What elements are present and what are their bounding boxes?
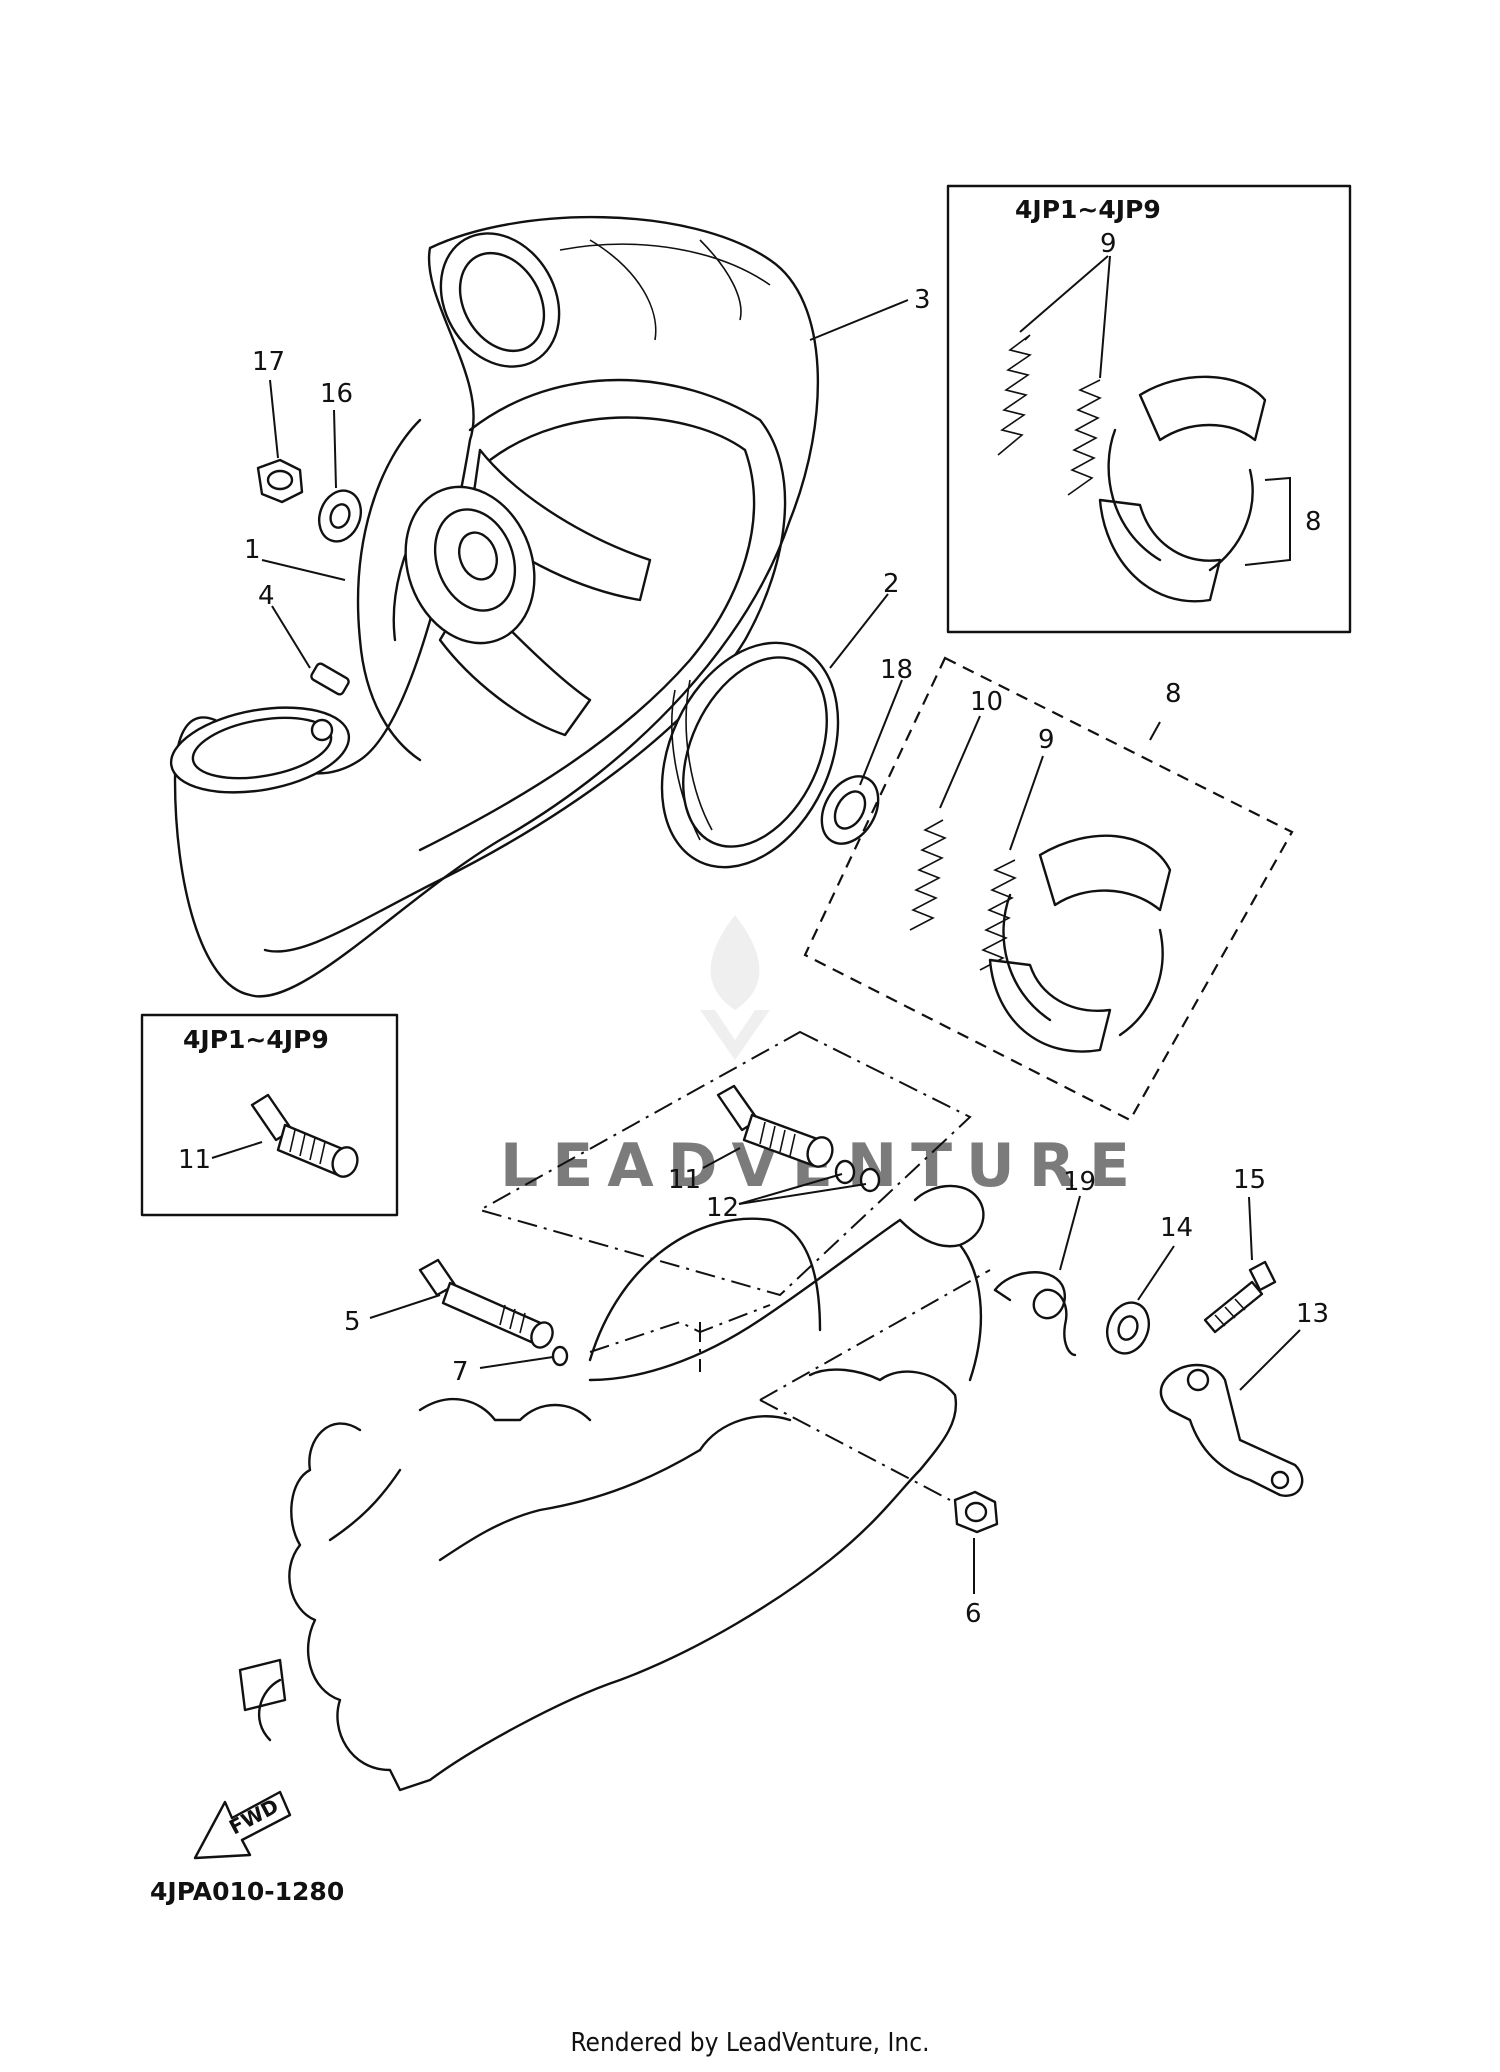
brake-shoe-set-dashed-box bbox=[803, 656, 1294, 1122]
brake-shoe-upper bbox=[1138, 375, 1267, 442]
callout-1: 1 bbox=[244, 535, 261, 565]
brake-spring-10 bbox=[909, 819, 947, 931]
crankcase-swing-arm-outline bbox=[238, 1184, 985, 1792]
callout-17: 17 bbox=[252, 347, 285, 377]
variant-box-top-right: 4JP1~4JP9 bbox=[946, 184, 1352, 634]
diagram-code: 4JPA010-1280 bbox=[150, 1877, 344, 1906]
oil-seal[interactable] bbox=[810, 766, 889, 853]
callout-11-box: 11 bbox=[178, 1145, 211, 1175]
brake-shoe-spring-2 bbox=[1067, 379, 1102, 496]
callout-11-main: 11 bbox=[668, 1165, 701, 1195]
callout-9-box: 9 bbox=[1100, 229, 1117, 259]
callout-19: 19 bbox=[1063, 1167, 1096, 1197]
callout-8-box: 8 bbox=[1305, 507, 1322, 537]
callout-5: 5 bbox=[344, 1307, 361, 1337]
callout-9-dashed: 9 bbox=[1038, 725, 1055, 755]
brake-camshaft-variant[interactable] bbox=[250, 1093, 361, 1180]
brake-shoe-b bbox=[988, 958, 1112, 1053]
callout-3: 3 bbox=[914, 285, 931, 315]
rendered-by-footer: Rendered by LeadVenture, Inc. bbox=[570, 2028, 930, 2058]
tire-valve[interactable] bbox=[310, 662, 350, 742]
torsion-spring[interactable] bbox=[993, 1271, 1077, 1357]
callout-18: 18 bbox=[880, 655, 913, 685]
callout-15: 15 bbox=[1233, 1165, 1266, 1195]
callout-7: 7 bbox=[452, 1357, 469, 1387]
forward-direction-arrow: FWD bbox=[193, 1790, 292, 1860]
rear-wheel-tire-assembly[interactable] bbox=[164, 212, 820, 998]
callout-10: 10 bbox=[970, 687, 1003, 717]
brake-shoe-lower bbox=[1098, 498, 1222, 603]
callout-2: 2 bbox=[883, 569, 900, 599]
box-left-title: 4JP1~4JP9 bbox=[183, 1025, 329, 1054]
plain-washer[interactable] bbox=[312, 485, 367, 548]
callout-16: 16 bbox=[320, 379, 353, 409]
brake-spring-9 bbox=[979, 859, 1017, 971]
callout-14: 14 bbox=[1160, 1213, 1193, 1243]
circlip[interactable] bbox=[551, 1345, 569, 1367]
camshaft-lever-bolt[interactable] bbox=[1203, 1260, 1277, 1334]
rear-axle[interactable] bbox=[418, 1258, 557, 1351]
leader-lines bbox=[211, 255, 1301, 1594]
variant-box-left: 4JP1~4JP9 bbox=[140, 1013, 399, 1217]
brake-camshaft-lever[interactable] bbox=[1159, 1363, 1304, 1497]
callout-4: 4 bbox=[258, 581, 275, 611]
brake-shoe-spring-1 bbox=[997, 334, 1032, 456]
callout-8-dashed: 8 bbox=[1165, 679, 1182, 709]
callout-13: 13 bbox=[1296, 1299, 1329, 1329]
flange-nut[interactable] bbox=[953, 1490, 999, 1534]
brake-shoe-a bbox=[1038, 834, 1172, 912]
callout-6: 6 bbox=[965, 1599, 982, 1629]
brake-drum[interactable] bbox=[628, 614, 873, 896]
camshaft-dashdot-outline bbox=[477, 1030, 991, 1501]
indicator-plate[interactable] bbox=[1100, 1297, 1155, 1360]
callout-12: 12 bbox=[706, 1193, 739, 1223]
box-top-right-title: 4JP1~4JP9 bbox=[1015, 195, 1161, 224]
axle-nut[interactable] bbox=[256, 458, 304, 504]
o-rings[interactable] bbox=[834, 1159, 881, 1193]
brake-camshaft[interactable] bbox=[716, 1084, 836, 1170]
callout-numbers: 17 16 1 4 3 2 18 9 8 8 10 9 11 11 12 19 … bbox=[178, 229, 1329, 1629]
